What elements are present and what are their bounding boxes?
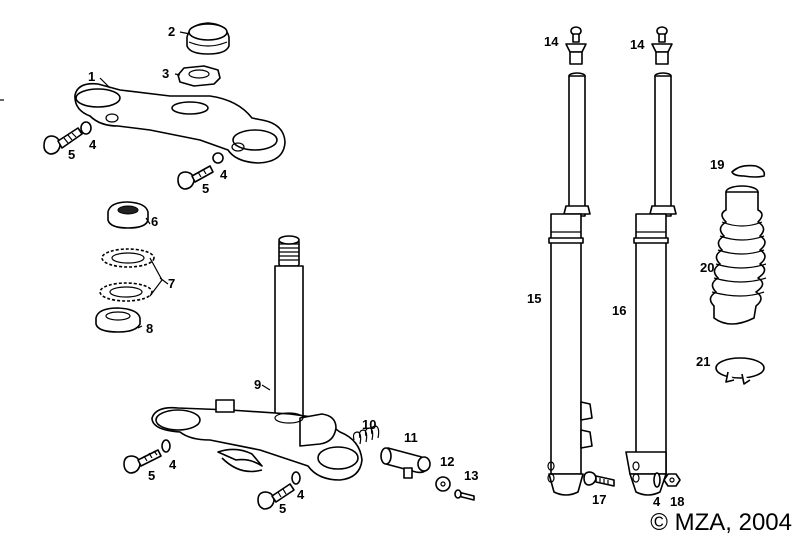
callout-1: 1 <box>88 69 96 84</box>
callout-16: 16 <box>612 303 627 318</box>
lower-bearing <box>95 307 141 333</box>
upper-bearing <box>107 201 149 229</box>
callout-4-lower-left: 4 <box>169 457 177 472</box>
callout-5-lower-left: 5 <box>148 468 156 483</box>
callout-18: 18 <box>670 494 685 509</box>
callout-4-fork: 4 <box>653 494 661 509</box>
bolt-upper-right <box>177 152 224 190</box>
lock-pin <box>380 447 431 479</box>
rubber-boot <box>709 185 767 325</box>
leader-lines <box>99 31 271 391</box>
callout-21: 21 <box>696 354 711 369</box>
fork-cap-right <box>651 26 673 65</box>
callout-3: 3 <box>162 66 170 81</box>
callout-17: 17 <box>592 492 607 507</box>
callout-4-upper-left: 4 <box>89 137 97 152</box>
bolt-17 <box>583 471 615 487</box>
screw-13 <box>454 489 475 501</box>
callout-11: 11 <box>404 430 418 445</box>
callout-6: 6 <box>151 214 159 229</box>
top-cap <box>186 22 230 55</box>
callout-7: 7 <box>168 276 176 291</box>
callout-4-upper-right: 4 <box>220 167 228 182</box>
callout-13: 13 <box>464 468 479 483</box>
circlip-19 <box>731 164 766 178</box>
washer-12 <box>435 476 451 492</box>
callout-14-right: 14 <box>630 37 645 52</box>
callout-14-left: 14 <box>544 34 559 49</box>
callout-8: 8 <box>146 321 154 336</box>
bolt-lower-left <box>123 439 171 474</box>
callout-2: 2 <box>168 24 176 39</box>
upper-triple-clamp <box>74 82 286 164</box>
spring <box>352 425 380 445</box>
callout-5-upper-left: 5 <box>68 147 76 162</box>
callout-5-lower-middle: 5 <box>279 501 287 516</box>
callout-19: 19 <box>710 157 725 172</box>
steering-nut <box>177 65 221 87</box>
fork-cap-left <box>565 26 587 65</box>
callout-20: 20 <box>700 260 715 275</box>
fork-leg-left <box>547 72 593 496</box>
washer-and-nut-18 <box>653 472 681 488</box>
fork-leg-right <box>625 72 677 496</box>
callout-9: 9 <box>254 377 262 392</box>
callout-5-upper-right: 5 <box>202 181 210 196</box>
callout-12: 12 <box>440 454 455 469</box>
toothed-washers <box>99 248 163 302</box>
copyright-notice: © MZA, 2004 <box>650 509 792 536</box>
clamp-ring-21 <box>715 357 765 385</box>
callout-4-lower-middle: 4 <box>297 487 305 502</box>
callout-10: 10 <box>362 417 377 432</box>
bolt-upper-left <box>43 121 92 155</box>
steering-stem <box>274 235 304 417</box>
callout-15: 15 <box>527 291 542 306</box>
bolt-lower-middle <box>257 471 301 510</box>
lower-triple-clamp <box>151 399 363 481</box>
